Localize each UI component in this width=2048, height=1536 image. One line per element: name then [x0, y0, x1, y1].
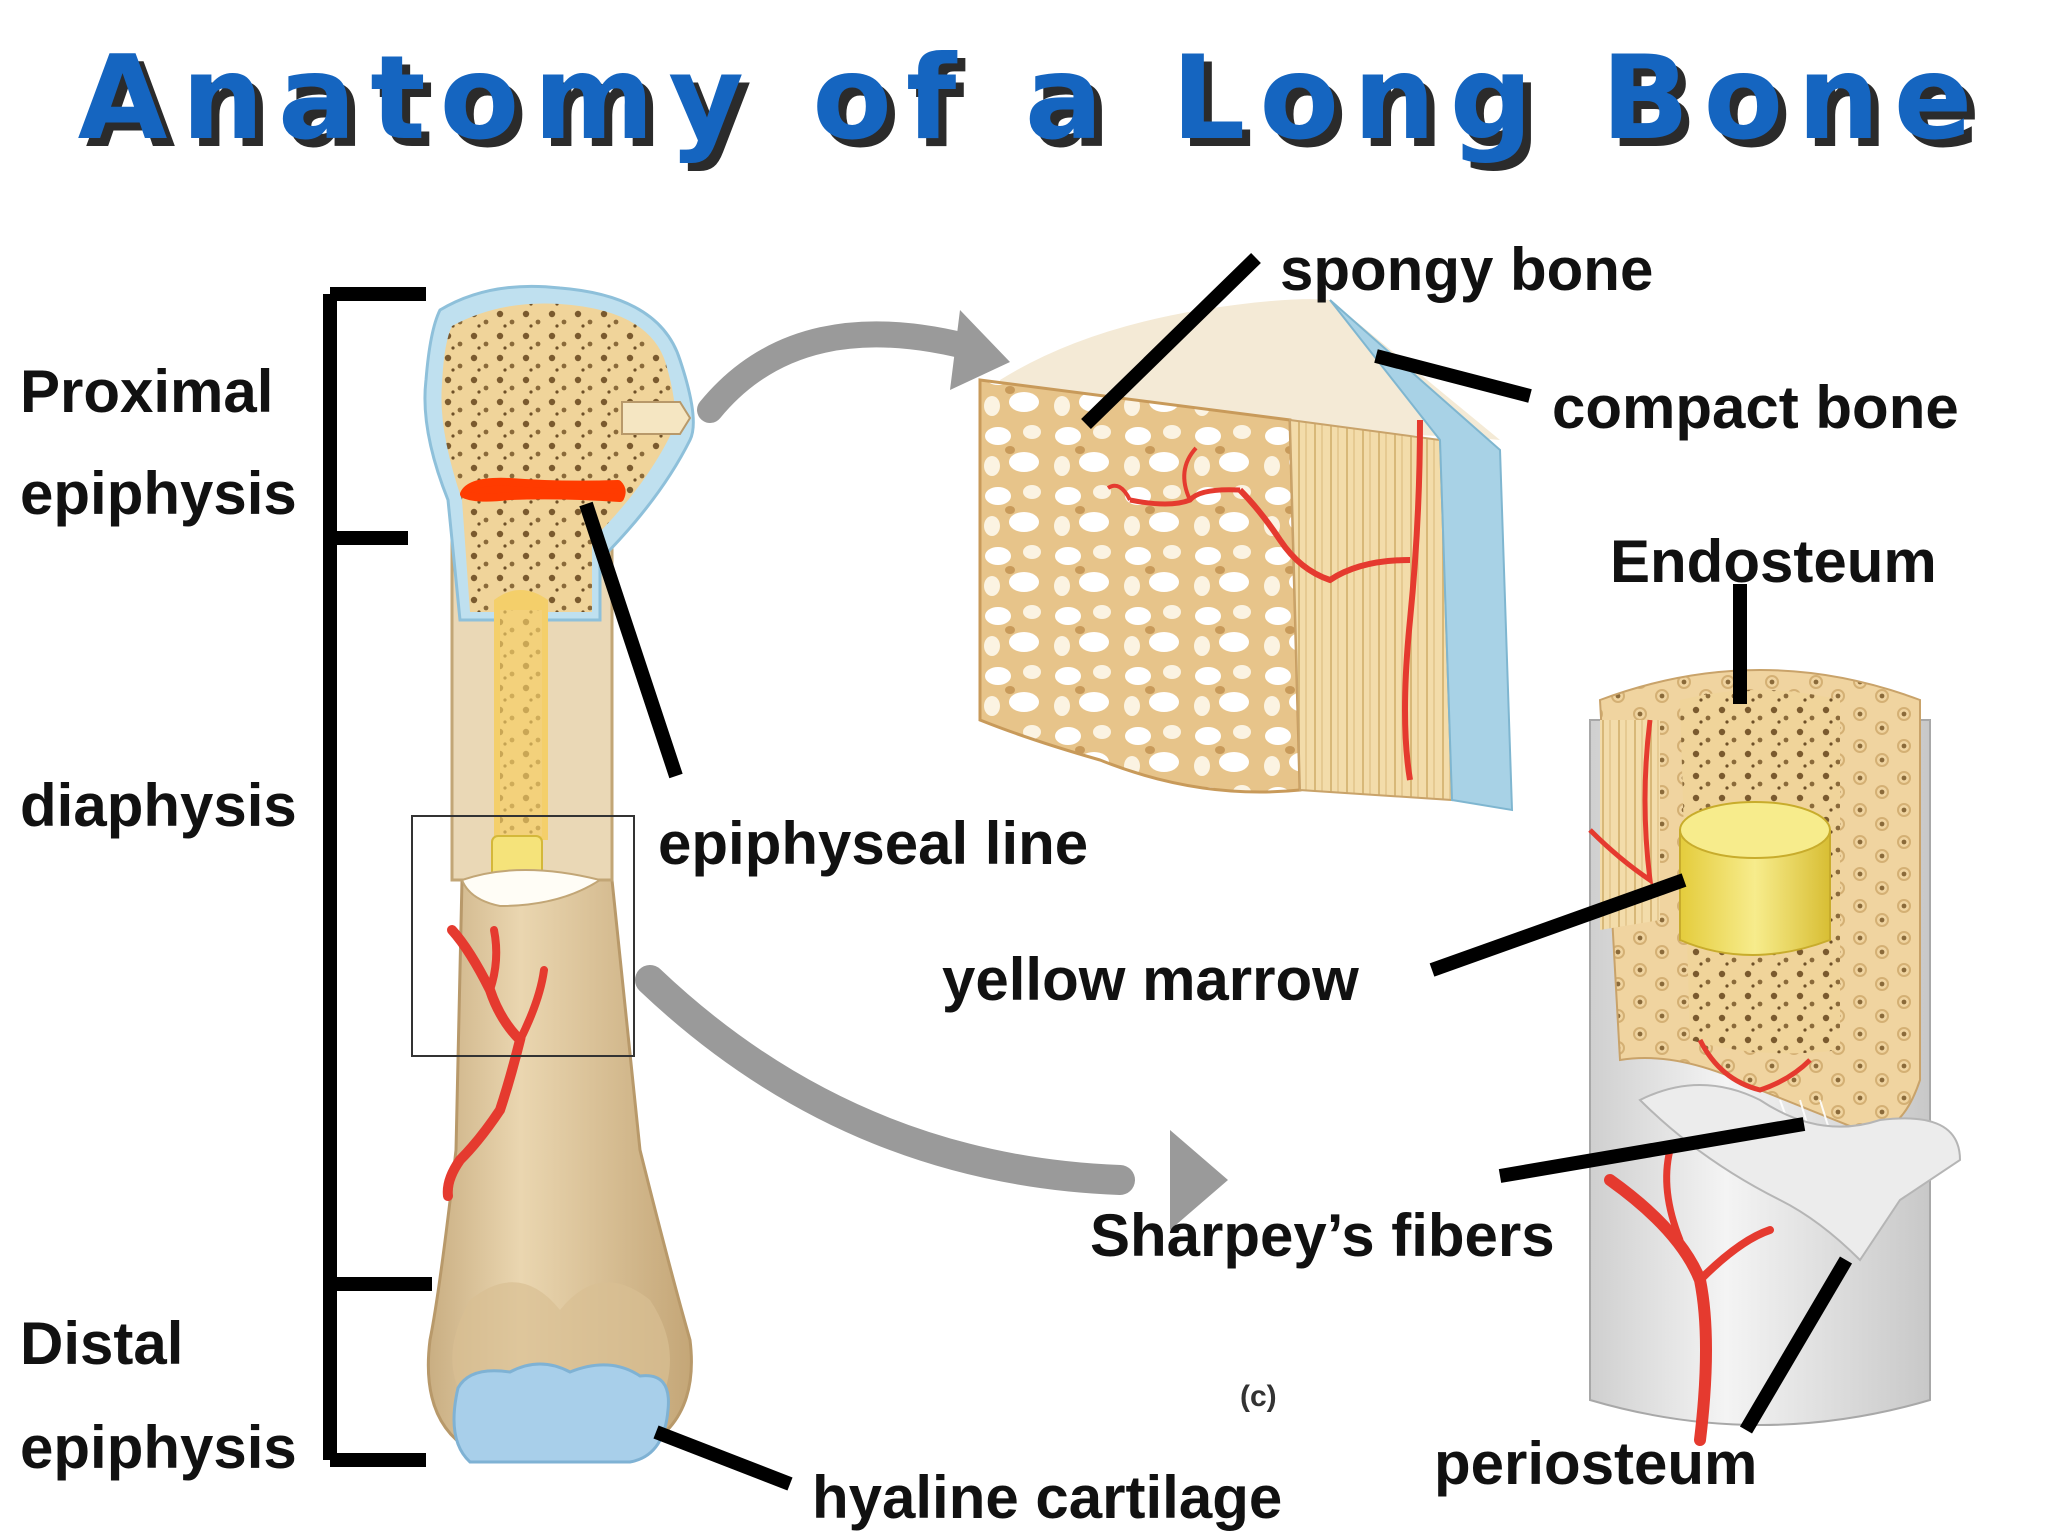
pointer-hyaline-cartilage [653, 1425, 793, 1491]
label-spongy-bone: spongy bone [1280, 236, 1653, 303]
label-epiphyseal-line: epiphyseal line [658, 810, 1088, 877]
label-distal-epiphysis: epiphysis [20, 1414, 297, 1481]
label-distal: Distal [20, 1310, 183, 1377]
bone-blood-vessel [442, 925, 526, 1201]
figure-tag: (c) [1240, 1380, 1277, 1413]
pointer-lines [579, 252, 1853, 1491]
label-proximal-epiphysis: epiphysis [20, 460, 297, 527]
pointer-spongy-bone [1081, 252, 1261, 430]
arrow-to-spongy-detail [697, 310, 1010, 423]
long-bone-illustration [411, 284, 695, 1464]
label-proximal: Proximal [20, 358, 273, 425]
label-hyaline-cartilage: hyaline cartilage [812, 1464, 1282, 1531]
label-compact-bone: compact bone [1552, 374, 1959, 441]
page-title: Anatomy of a Long Bone [78, 31, 1987, 166]
label-endosteum: Endosteum [1610, 528, 1937, 595]
label-sharpeys-fibers: Sharpey’s fibers [1090, 1202, 1555, 1269]
pointer-yellow-marrow [1429, 873, 1687, 977]
arrow-to-shaft-detail [635, 965, 1228, 1230]
shaft-cross-section [1588, 669, 1962, 1446]
inset-frame [411, 815, 635, 1057]
hyaline-cartilage-shape [452, 1362, 670, 1464]
pointer-periosteum [1739, 1256, 1853, 1434]
spongy-bone-block [978, 299, 1514, 812]
label-diaphysis: diaphysis [20, 772, 297, 839]
pointer-sharpeys-fibers [1498, 1117, 1806, 1183]
region-bracket [323, 287, 432, 1467]
epiphyseal-line-shape [460, 477, 626, 502]
label-yellow-marrow: yellow marrow [942, 946, 1359, 1013]
label-periosteum: periosteum [1434, 1430, 1757, 1497]
pointer-epiphyseal-line [579, 501, 683, 779]
pointer-compact-bone [1374, 349, 1532, 403]
title-shadow: Anatomy of a Long Bone [86, 39, 1995, 174]
